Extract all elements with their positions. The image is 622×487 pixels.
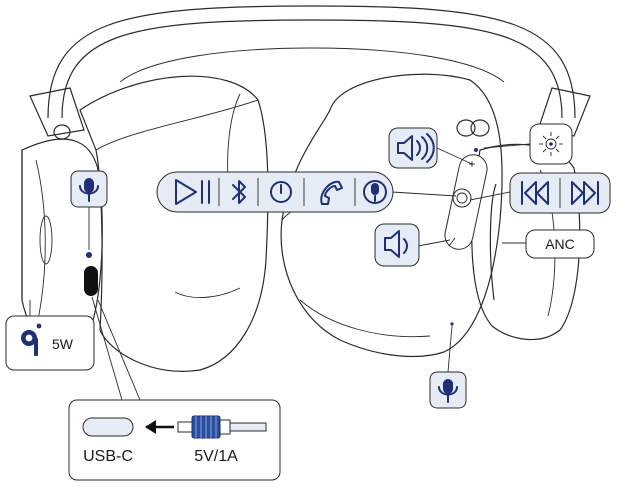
- qi-charging-callout: 5W: [5, 315, 95, 371]
- power-icon: [270, 181, 292, 203]
- bluetooth-icon: [232, 180, 246, 204]
- usb-c-label: USB-C: [83, 448, 133, 465]
- microphone-icon: [79, 178, 99, 202]
- right-mic-callout: [429, 371, 467, 409]
- sun-light-icon: [539, 132, 563, 156]
- next-track-icon: [571, 181, 599, 205]
- play-pause-icon: [175, 179, 210, 205]
- qi-power-label: 5W: [52, 336, 74, 352]
- phone-call-icon: [320, 180, 343, 205]
- usb-cable-icon: [177, 415, 267, 439]
- volume-up-callout: [388, 127, 438, 169]
- left-mic-callout: [70, 170, 108, 208]
- volume-up-icon: [397, 133, 435, 163]
- right-microphone-icon: [438, 379, 458, 403]
- anc-label: ANC: [545, 236, 575, 252]
- qi-wireless-charging-icon: [21, 323, 42, 356]
- previous-track-icon: [521, 181, 549, 205]
- control-bar-microphone-icon: [363, 180, 387, 204]
- leader-lines: [29, 143, 531, 401]
- usb-charging-callout: USB-C 5V/1A: [68, 399, 281, 481]
- anc-callout: ANC: [525, 229, 595, 259]
- volume-down-icon: [384, 230, 408, 258]
- usb-c-port: [82, 417, 134, 437]
- headphones-illustration: +: [21, 5, 591, 372]
- charger-rating-label: 5V/1A: [194, 448, 238, 465]
- control-bar-callout: [156, 171, 394, 213]
- light-sensor-callout: [529, 123, 573, 165]
- volume-down-callout: [374, 223, 420, 267]
- track-controls-callout: [509, 172, 611, 214]
- arrow-left-icon: [145, 420, 174, 434]
